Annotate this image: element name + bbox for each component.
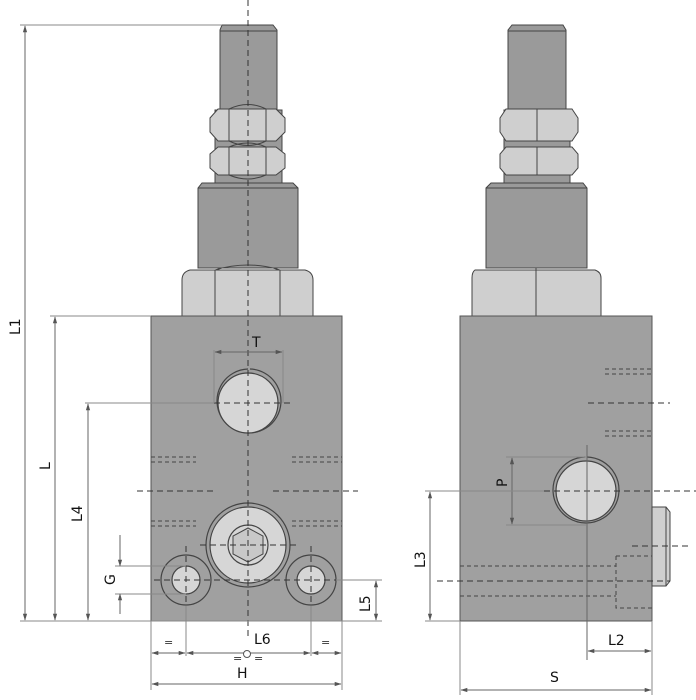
dimension-l: L: [38, 315, 151, 621]
dimension-l1: L1: [8, 24, 222, 621]
hidden-lines-front: [137, 456, 358, 527]
eq-mark-left: =: [164, 636, 173, 649]
dimension-l2: L2: [587, 621, 653, 695]
label-p: P: [495, 479, 511, 487]
symmetry-circle: [243, 650, 251, 658]
port-p: [544, 445, 696, 660]
eq-mark-center-left: =: [233, 652, 242, 665]
dimension-l5: L5: [336, 579, 382, 622]
front-view: L1 L L4 G T: [8, 0, 382, 690]
label-l: L: [38, 462, 54, 470]
label-t: T: [251, 335, 261, 351]
adjusting-spindle: [219, 24, 278, 111]
dimension-h: H: [151, 666, 342, 687]
eq-mark-right: =: [321, 636, 330, 649]
dimension-l3: L3: [413, 490, 544, 622]
dimension-g: G: [103, 535, 186, 614]
valve-block-side: [459, 315, 653, 622]
dimension-l4: L4: [70, 402, 214, 621]
dimension-t: T: [213, 335, 284, 403]
side-view: P L3 L2 S: [413, 24, 696, 695]
cartridge-body-side: [485, 182, 588, 269]
label-l2: L2: [608, 633, 625, 649]
label-l1: L1: [8, 318, 24, 335]
eq-mark-center-right: =: [254, 652, 263, 665]
adjusting-spindle-side: [507, 24, 567, 111]
dimension-s: S: [459, 621, 652, 695]
label-h: H: [237, 666, 248, 682]
label-s: S: [550, 670, 559, 686]
hidden-lines-side: [437, 368, 690, 609]
label-l3: L3: [413, 551, 429, 568]
label-l4: L4: [70, 505, 86, 522]
label-g: G: [103, 574, 119, 585]
dimension-l6: = = L6 = =: [150, 606, 343, 690]
lock-nuts-side: [499, 108, 579, 185]
label-l6: L6: [254, 632, 271, 648]
label-l5: L5: [358, 595, 374, 612]
cartridge-hex-nut-side: [471, 268, 602, 317]
